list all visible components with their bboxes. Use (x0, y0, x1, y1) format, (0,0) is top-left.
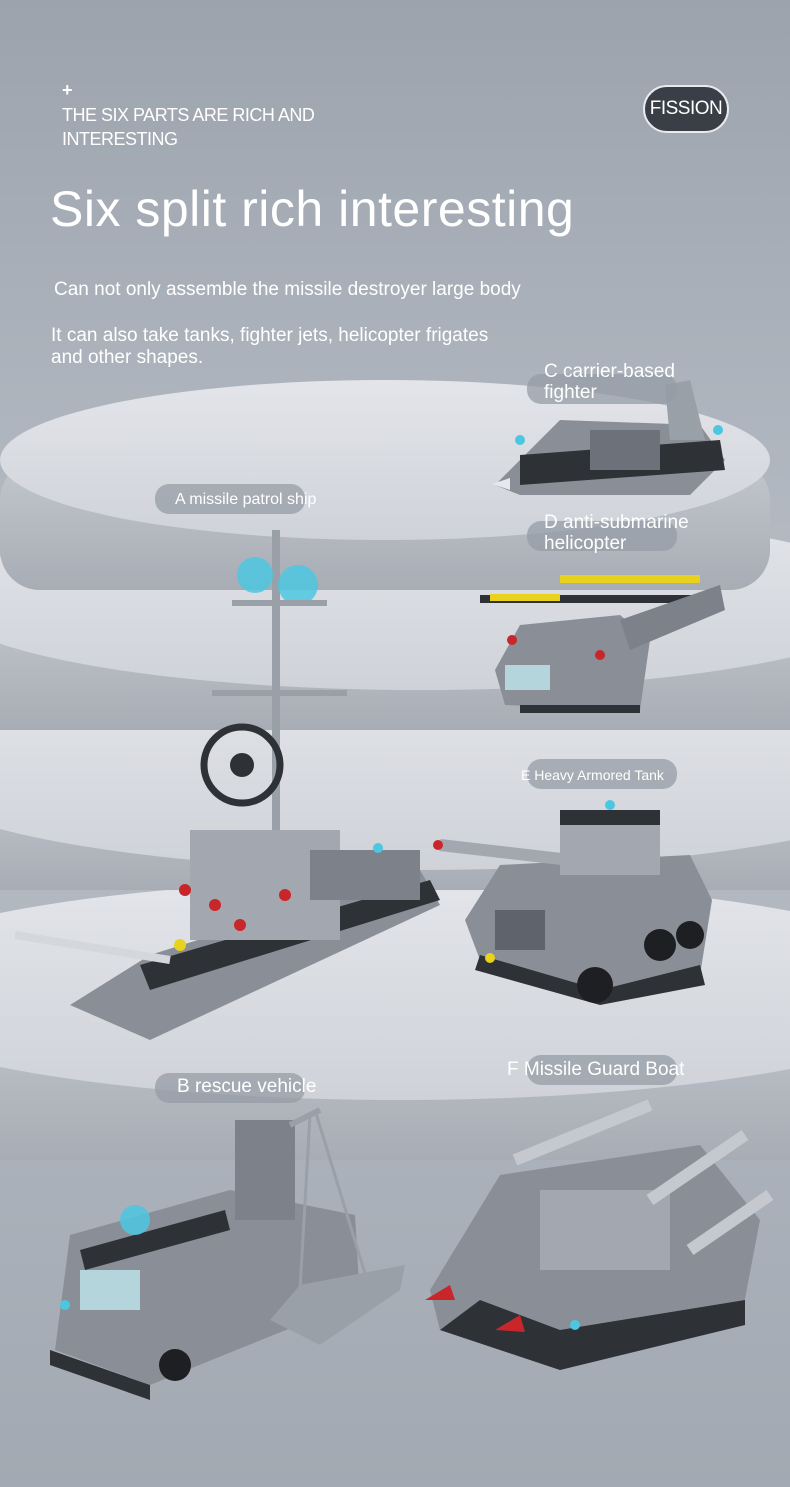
label-pill-d (527, 521, 677, 551)
label-pill-c (527, 374, 677, 404)
intro-line-1: Can not only assemble the missile destro… (54, 279, 521, 300)
section-tagline: THE SIX PARTS ARE RICH AND INTERESTING (62, 105, 315, 149)
label-a: A missile patrol ship (175, 491, 317, 508)
helicopter-model (480, 575, 725, 713)
label-d: D anti-submarine helicopter (544, 512, 689, 554)
label-pill-b (155, 1073, 305, 1103)
page-title: Six split rich interesting (50, 181, 575, 237)
label-c: C carrier-based fighter (544, 361, 675, 403)
label-pill-f (527, 1055, 677, 1085)
guard-boat-model (425, 1099, 774, 1370)
rescue-vehicle-model (50, 1107, 405, 1400)
fission-badge: FISSION (643, 85, 729, 133)
intro-line-2: It can also take tanks, fighter jets, he… (51, 325, 489, 368)
fighter-jet-model (492, 380, 725, 495)
label-b: B rescue vehicle (177, 1076, 317, 1097)
plus-mark: + (62, 80, 73, 100)
tank-model (433, 800, 712, 1005)
label-e: E Heavy Armored Tank (521, 767, 664, 783)
label-pill-a (155, 484, 305, 514)
label-f: F Missile Guard Boat (507, 1059, 685, 1080)
patrol-ship-model (14, 530, 440, 1040)
label-pill-e (527, 759, 677, 789)
